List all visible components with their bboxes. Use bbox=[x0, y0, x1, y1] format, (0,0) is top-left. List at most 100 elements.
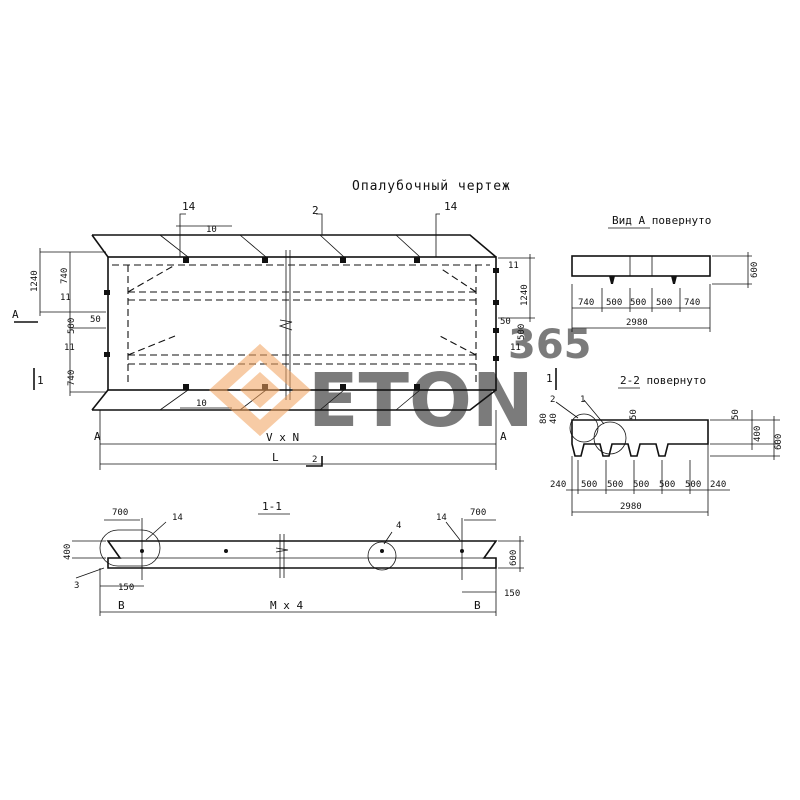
dim-500-right: 500 bbox=[517, 324, 527, 340]
s11-callout-4: 4 bbox=[396, 521, 401, 531]
dim-740-left-bottom: 740 bbox=[67, 370, 77, 386]
insert-mark bbox=[104, 352, 110, 357]
hidden-line bbox=[439, 335, 477, 356]
section-2-2: 2-2 повернуто 2 1 80 40 50 50 400 600 24… bbox=[539, 374, 784, 516]
s11-dim-400: 400 bbox=[63, 544, 73, 560]
s11-mx4: M x 4 bbox=[270, 599, 303, 612]
s22-dim-5: 500 bbox=[659, 480, 675, 490]
view-a-rib bbox=[609, 276, 615, 284]
s22-dim-4: 500 bbox=[633, 480, 649, 490]
insert-mark bbox=[340, 257, 346, 263]
section-a-left-label: А bbox=[12, 308, 19, 321]
hidden-line bbox=[127, 335, 176, 356]
anchor-point bbox=[380, 549, 384, 553]
insert-mark bbox=[340, 384, 346, 390]
leader-line bbox=[383, 531, 393, 545]
insert-mark bbox=[183, 257, 189, 263]
watermark: ETON 365 bbox=[209, 322, 592, 444]
break-symbol bbox=[278, 319, 293, 331]
s22-total: 2980 bbox=[620, 502, 642, 512]
dim-1240-right: 1240 bbox=[520, 284, 530, 306]
plan-bottom-edge bbox=[92, 389, 497, 411]
s11-dim-150-left: 150 bbox=[118, 583, 134, 593]
insert-mark bbox=[414, 384, 420, 390]
section-1-left-label: 1 bbox=[37, 374, 44, 387]
mark-2-bottom: 2 bbox=[312, 455, 317, 465]
plan-top-edge bbox=[92, 234, 497, 258]
dim-l: L bbox=[272, 451, 279, 464]
mark-10-top: 10 bbox=[206, 225, 217, 235]
dim-740-left-top: 740 bbox=[60, 268, 70, 284]
s11-b-right: B bbox=[474, 599, 481, 612]
insert-mark bbox=[414, 257, 420, 263]
view-a-dim-4: 500 bbox=[656, 298, 672, 308]
s22-dim-400: 400 bbox=[753, 426, 763, 442]
leader-line bbox=[445, 521, 461, 541]
insert-mark bbox=[183, 384, 189, 390]
insert-mark bbox=[493, 300, 499, 305]
view-a-title: Вид А повернуто bbox=[612, 214, 711, 227]
hidden-line bbox=[439, 267, 477, 293]
dim-50-left: 50 bbox=[90, 315, 101, 325]
s22-dim-40: 40 bbox=[549, 413, 559, 424]
anchor-point bbox=[224, 549, 228, 553]
s11-mark-14-left: 14 bbox=[172, 513, 183, 523]
section-a-bottom-right: А bbox=[500, 430, 507, 443]
mark-14-top-right: 14 bbox=[444, 200, 458, 213]
insert-mark bbox=[493, 268, 499, 273]
mark-14-top-left: 14 bbox=[182, 200, 196, 213]
view-a-dim-5: 740 bbox=[684, 298, 700, 308]
view-a-dim-2: 500 bbox=[606, 298, 622, 308]
dim-1240-left: 1240 bbox=[30, 270, 40, 292]
insert-mark bbox=[493, 356, 499, 361]
s11-dim-700-left: 700 bbox=[112, 508, 128, 518]
view-a-height: 600 bbox=[750, 262, 760, 278]
dim-vxn: V x N bbox=[266, 431, 299, 444]
s11-b-left: B bbox=[118, 599, 125, 612]
plan-top-left-diag bbox=[91, 234, 109, 258]
watermark-logo-icon bbox=[209, 343, 311, 437]
leader-line bbox=[179, 213, 186, 257]
s22-dim-7: 240 bbox=[710, 480, 726, 490]
s22-dim-80: 80 bbox=[539, 413, 549, 424]
view-a-outline bbox=[571, 255, 711, 277]
s22-dim-1: 240 bbox=[550, 480, 566, 490]
s11-dim-700-right: 700 bbox=[470, 508, 486, 518]
s22-dim-3: 500 bbox=[607, 480, 623, 490]
plan-bottom-left-diag bbox=[91, 389, 109, 411]
leader-line bbox=[583, 399, 605, 425]
mark-2-top: 2 bbox=[312, 204, 319, 217]
view-a-total: 2980 bbox=[626, 318, 648, 328]
view-a: Вид А повернуто 600 740 500 500 500 740 … bbox=[571, 214, 760, 332]
hatch-line bbox=[395, 234, 421, 258]
callout-circle-1 bbox=[593, 421, 627, 455]
hatch-line bbox=[239, 234, 267, 258]
dim-11-left-top: 11 bbox=[60, 293, 71, 303]
s22-dim-2: 500 bbox=[581, 480, 597, 490]
callout-1: 1 bbox=[580, 395, 585, 405]
view-a-dim-1: 740 bbox=[578, 298, 594, 308]
insert-mark bbox=[493, 328, 499, 333]
s11-dim-600: 600 bbox=[509, 550, 519, 566]
leader-line bbox=[316, 213, 323, 235]
section-1-1-outline bbox=[106, 540, 498, 569]
callout-circle-4 bbox=[367, 541, 397, 571]
drawing-title: Опалубочный чертеж bbox=[352, 179, 511, 194]
hatch-line bbox=[319, 389, 345, 411]
hatch-line bbox=[319, 234, 345, 258]
section-a-bottom-left: А bbox=[94, 430, 101, 443]
section-1-1-title: 1-1 bbox=[262, 500, 282, 513]
s22-dim-50-right: 50 bbox=[731, 409, 741, 420]
s22-dim-50-mid: 50 bbox=[629, 409, 639, 420]
dim-11-left-bottom: 11 bbox=[64, 343, 75, 353]
section-1-1: 1-1 700 14 14 700 4 400 3 600 bbox=[63, 500, 524, 616]
view-a-dim-3: 500 bbox=[630, 298, 646, 308]
insert-mark bbox=[104, 290, 110, 295]
mark-10-bottom: 10 bbox=[196, 399, 207, 409]
leader-line bbox=[145, 521, 167, 541]
s22-dim-6: 500 bbox=[685, 480, 701, 490]
s22-dim-600: 600 bbox=[774, 434, 784, 450]
hatch-line bbox=[159, 389, 189, 411]
leader-line bbox=[555, 401, 579, 419]
